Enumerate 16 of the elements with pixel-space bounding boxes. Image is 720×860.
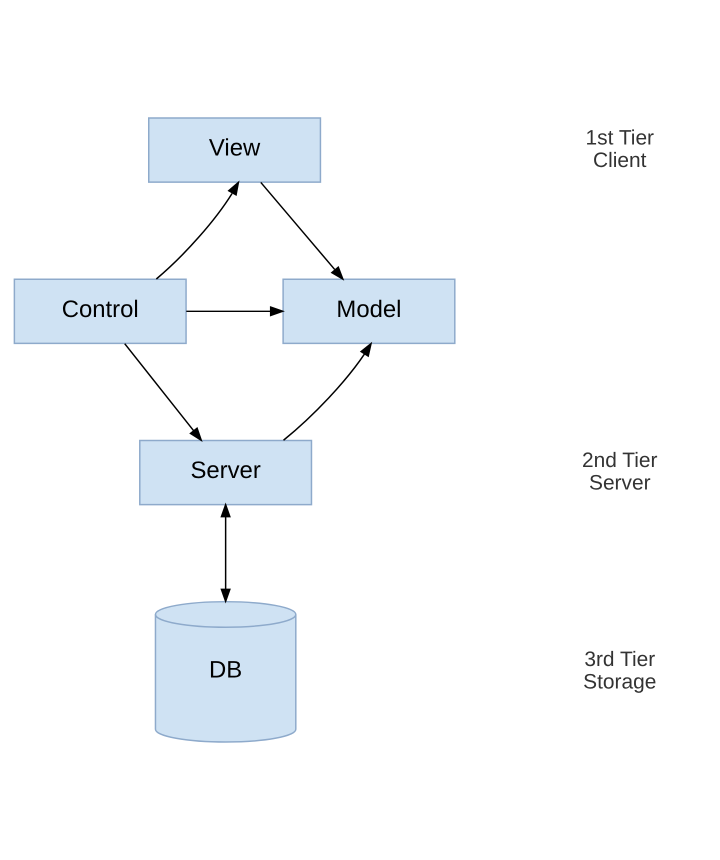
arrow xyxy=(220,502,231,604)
arrow xyxy=(186,306,285,317)
node-box: Control xyxy=(14,278,187,344)
label: Storage xyxy=(583,670,656,694)
arrow xyxy=(124,343,203,442)
label: Server xyxy=(589,471,651,494)
arrow xyxy=(260,182,344,281)
node-box: View xyxy=(148,117,322,183)
label: 2nd Tier xyxy=(582,448,658,472)
arrow xyxy=(156,180,240,280)
node-box: Model xyxy=(282,278,456,344)
label: 3rd Tier xyxy=(584,648,656,672)
label: 1st Tier xyxy=(586,126,654,150)
label: Client xyxy=(593,148,646,172)
node-box: Server xyxy=(139,440,312,506)
arrow xyxy=(283,342,372,441)
